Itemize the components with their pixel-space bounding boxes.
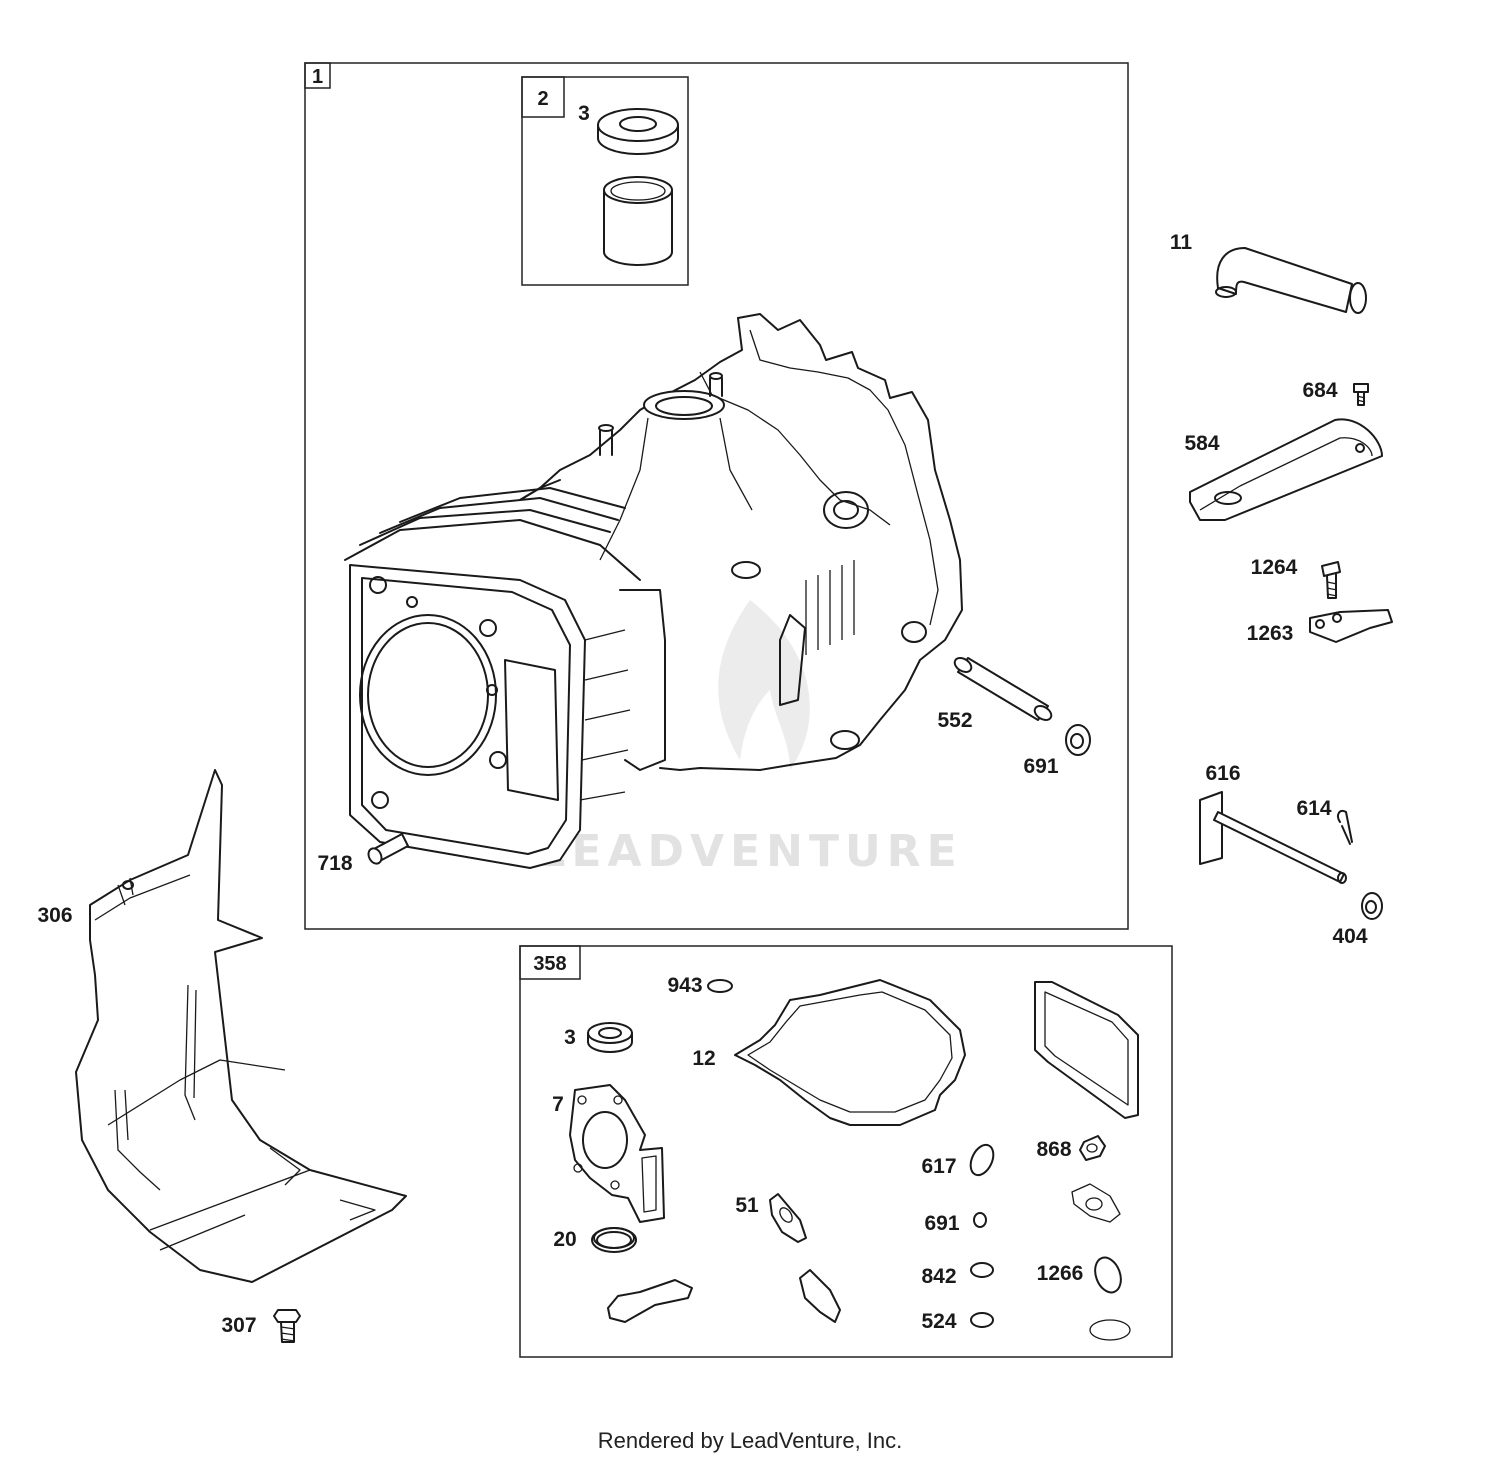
callout-868: 868 bbox=[1036, 1138, 1071, 1161]
callout-718: 718 bbox=[317, 852, 352, 875]
callout-12: 12 bbox=[692, 1047, 715, 1070]
callout-552: 552 bbox=[937, 709, 972, 732]
callout-691-top: 691 bbox=[1023, 755, 1058, 778]
callout-616: 616 bbox=[1205, 762, 1240, 785]
callout-617: 617 bbox=[921, 1155, 956, 1178]
callout-20: 20 bbox=[553, 1228, 576, 1251]
bearing-part bbox=[597, 108, 679, 155]
washer-691-kit-part bbox=[973, 1212, 987, 1228]
cylinder-block-part bbox=[344, 313, 963, 869]
callout-3-bearing: 3 bbox=[578, 102, 590, 125]
callout-1264: 1264 bbox=[1251, 556, 1298, 579]
callout-943: 943 bbox=[667, 974, 702, 997]
pin-552-part bbox=[953, 657, 1053, 721]
callout-labels: 3 11 684 584 1264 1263 552 691 616 614 4… bbox=[37, 102, 1367, 1337]
seal-3-part bbox=[587, 1022, 633, 1053]
box-1-frame: 1 bbox=[304, 62, 1129, 930]
callout-524: 524 bbox=[921, 1310, 956, 1333]
exhaust-gasket-part bbox=[799, 1269, 841, 1323]
callout-842: 842 bbox=[921, 1265, 956, 1288]
box-2-label: 2 bbox=[537, 88, 548, 110]
bolt-1264-part bbox=[1321, 561, 1341, 599]
box-1-label: 1 bbox=[312, 66, 323, 88]
rendered-by-footer: Rendered by LeadVenture, Inc. bbox=[597, 1428, 903, 1453]
callout-3-seal: 3 bbox=[564, 1026, 576, 1049]
governor-shaft-616-part bbox=[1199, 791, 1347, 884]
callout-51: 51 bbox=[735, 1194, 759, 1217]
watermark-text: LEADVENTURE bbox=[537, 826, 962, 877]
plate-1263-part bbox=[1309, 609, 1393, 643]
box-358-frame: 358 bbox=[519, 945, 1173, 1358]
gasket-12-part bbox=[734, 979, 966, 1126]
seal-20-part bbox=[591, 1227, 637, 1253]
callout-404: 404 bbox=[1332, 925, 1367, 948]
screw-307-part bbox=[273, 1309, 301, 1343]
oring-1266-part bbox=[1094, 1256, 1122, 1294]
oring-943-part bbox=[707, 979, 733, 993]
dowel-718-part bbox=[367, 833, 409, 865]
bushing-part bbox=[603, 176, 673, 266]
box-2-frame: 2 bbox=[521, 76, 689, 286]
callout-1266: 1266 bbox=[1037, 1262, 1084, 1285]
callout-584: 584 bbox=[1184, 432, 1219, 455]
oring-617-part bbox=[969, 1143, 995, 1177]
cover-gasket-part bbox=[1034, 981, 1139, 1119]
callout-684: 684 bbox=[1302, 379, 1337, 402]
washer-404-part bbox=[1361, 892, 1383, 920]
watermark: LEADVENTURE bbox=[537, 600, 962, 877]
oring-842-part bbox=[970, 1262, 994, 1278]
nut-868-part bbox=[1079, 1135, 1106, 1161]
head-gasket-7-part bbox=[569, 1084, 665, 1223]
oring-small-part bbox=[1089, 1319, 1131, 1341]
carb-gasket-part bbox=[1071, 1183, 1121, 1223]
callout-11: 11 bbox=[1170, 231, 1193, 254]
callout-7: 7 bbox=[552, 1093, 564, 1116]
cover-584-part bbox=[1189, 418, 1383, 521]
oring-524-part bbox=[970, 1312, 994, 1328]
callout-1263: 1263 bbox=[1247, 622, 1294, 645]
breather-tube-part bbox=[1215, 247, 1367, 314]
intake-gasket-part bbox=[607, 1279, 693, 1323]
washer-691-part bbox=[1065, 724, 1091, 756]
gasket-51-part bbox=[769, 1193, 807, 1243]
callout-306: 306 bbox=[37, 904, 72, 927]
shield-306-part bbox=[75, 769, 407, 1283]
screw-684-part bbox=[1353, 383, 1369, 406]
box-358-label: 358 bbox=[533, 953, 566, 975]
callout-307: 307 bbox=[221, 1314, 256, 1337]
hairpin-614-part bbox=[1336, 809, 1353, 845]
callout-691-kit: 691 bbox=[924, 1212, 959, 1235]
callout-614: 614 bbox=[1296, 797, 1331, 820]
